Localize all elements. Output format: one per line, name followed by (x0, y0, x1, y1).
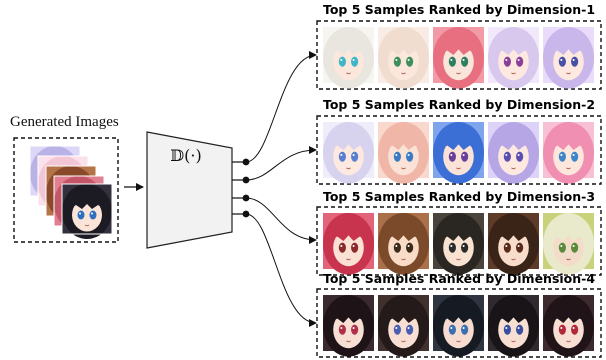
stack-image (62, 184, 112, 239)
sample-image (488, 295, 539, 357)
sample-image (378, 27, 429, 89)
row-title: Top 5 Samples Ranked by Dimension-4 (322, 271, 596, 286)
sample-image (543, 27, 594, 89)
row-box (316, 288, 602, 358)
row-box (316, 115, 602, 185)
dimension-arrow (245, 197, 317, 244)
row-title: Top 5 Samples Ranked by Dimension-3 (322, 189, 596, 204)
generated-image-stack (29, 145, 113, 239)
row-title: Top 5 Samples Ranked by Dimension-2 (322, 97, 596, 112)
encoder-block (146, 131, 233, 249)
dimension-arrow (245, 213, 317, 327)
sample-image (543, 122, 594, 184)
sample-image (433, 27, 484, 89)
sample-image (543, 213, 594, 275)
generated-images-label: Generated Images (10, 114, 119, 130)
sample-image (543, 295, 594, 357)
sample-image (488, 27, 539, 89)
sample-image (433, 295, 484, 357)
sample-image (378, 213, 429, 275)
dimension-arrow (245, 51, 317, 163)
sample-image (323, 295, 374, 357)
generated-images-box (13, 137, 119, 243)
sample-image (323, 122, 374, 184)
row-box (316, 20, 602, 90)
sample-image (323, 213, 374, 275)
sample-image (323, 27, 374, 89)
encoder-label: 𝔻(·) (170, 146, 202, 165)
row-title: Top 5 Samples Ranked by Dimension-1 (322, 2, 596, 17)
sample-image (433, 213, 484, 275)
sample-image (378, 122, 429, 184)
row-box (316, 206, 602, 276)
sample-image (378, 295, 429, 357)
sample-image (433, 122, 484, 184)
sample-image (488, 122, 539, 184)
encoder-outputs (232, 51, 317, 327)
sample-image (488, 213, 539, 275)
dimension-arrow (245, 146, 317, 181)
sample-rows (316, 20, 602, 358)
